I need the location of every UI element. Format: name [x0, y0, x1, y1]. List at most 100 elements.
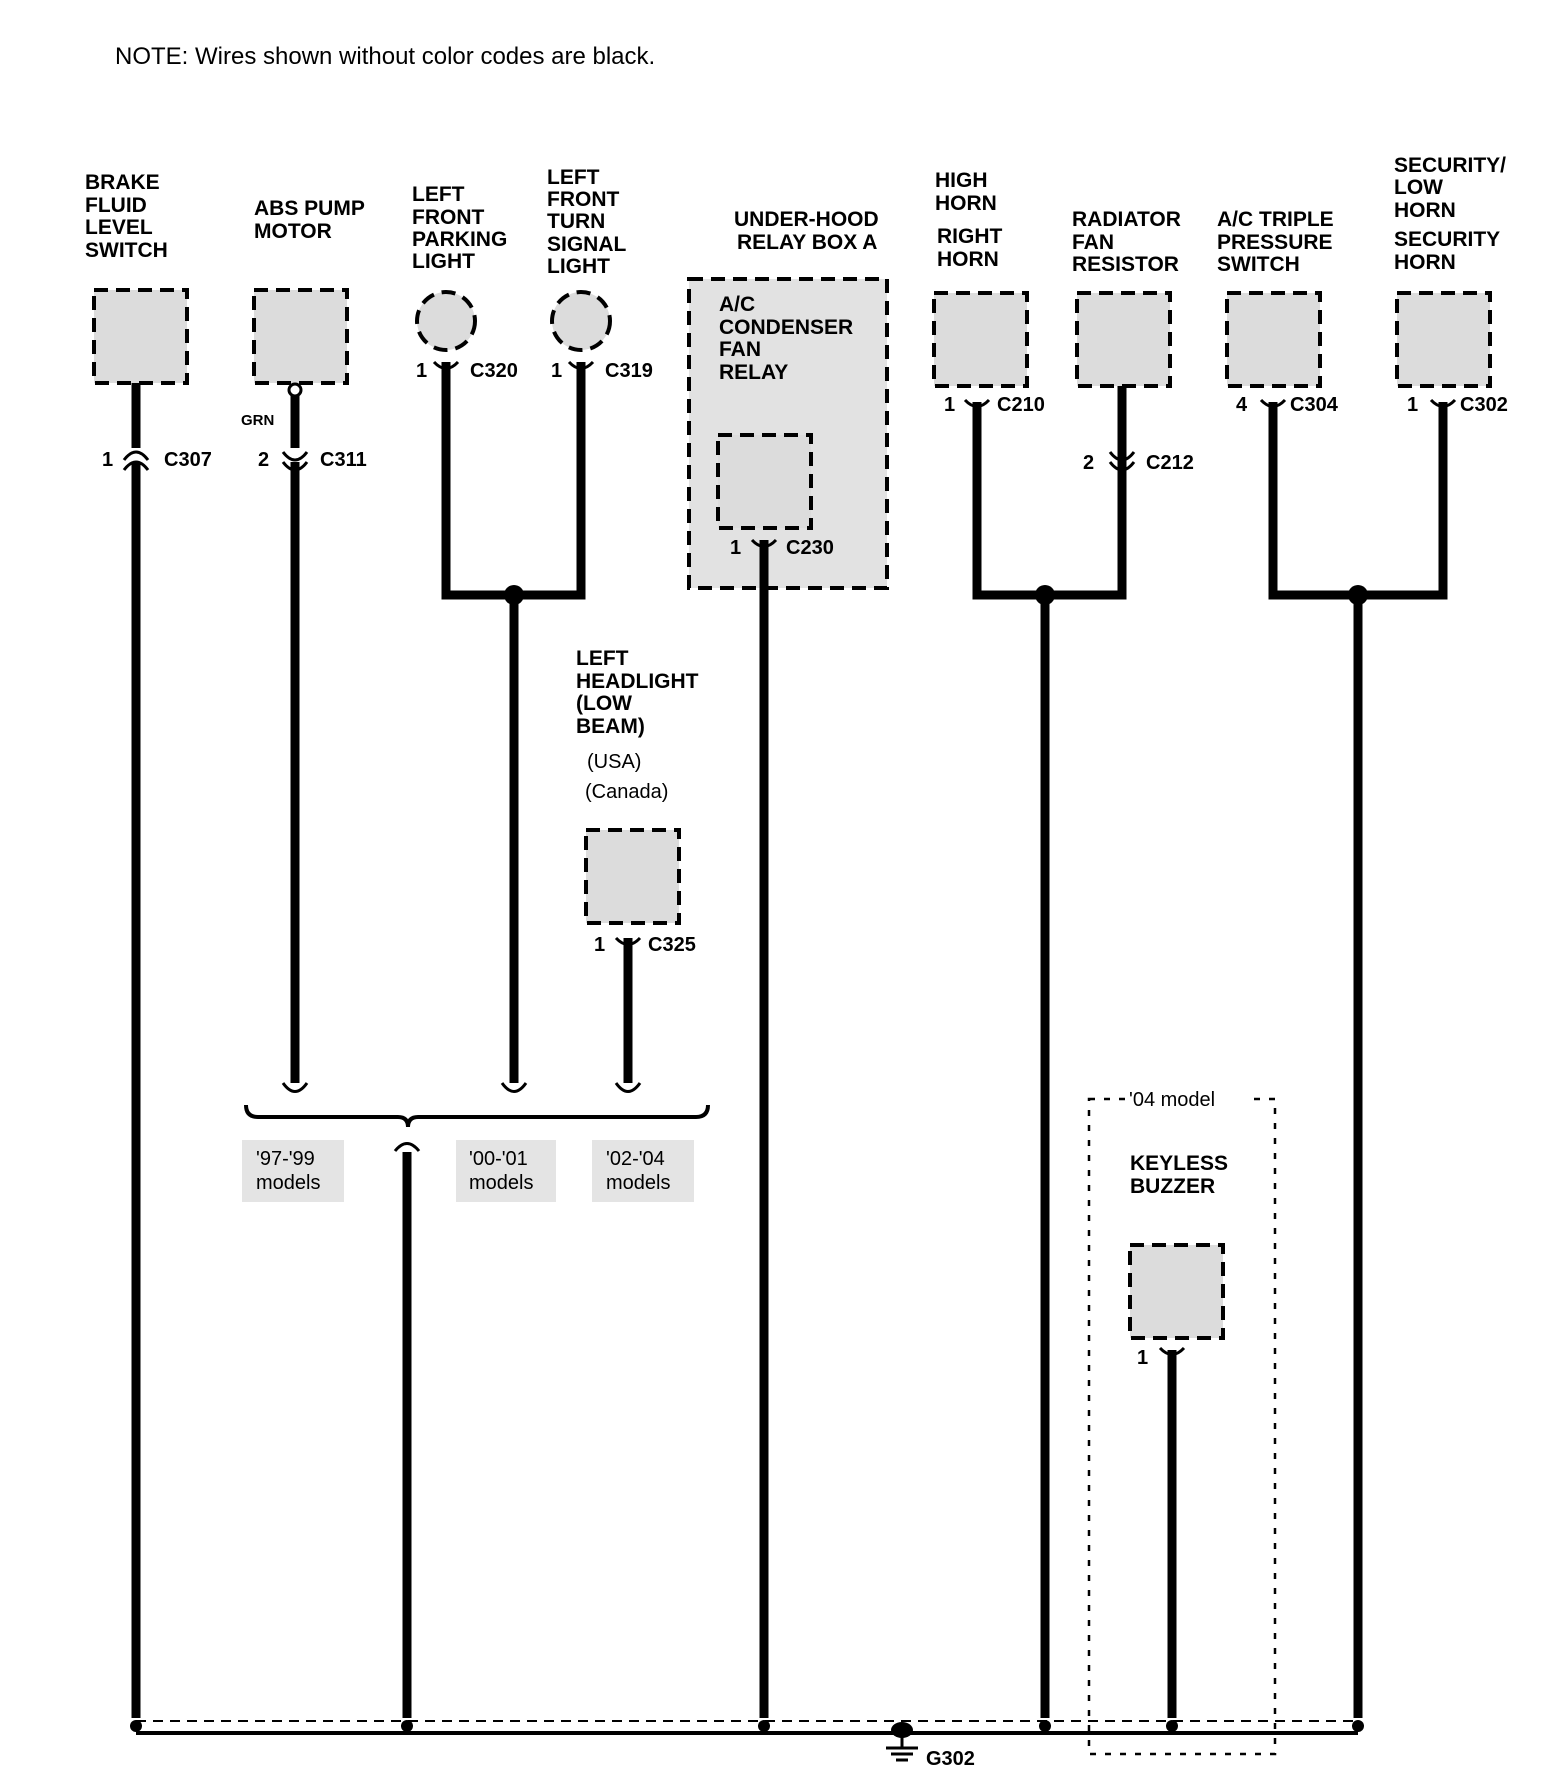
tag-00-01: [456, 1140, 556, 1202]
svg-text:1: 1: [944, 394, 955, 416]
svg-text:LOW: LOW: [1394, 176, 1443, 199]
model-04-label: '04 model: [1129, 1089, 1215, 1111]
ac-condenser-fan-relay: [716, 433, 813, 530]
splice-pressure-security: [1348, 585, 1368, 605]
left-front-parking-light-label: LEFT FRONT PARKING LIGHT: [412, 183, 507, 273]
connector-c311: GRN 2 C311: [241, 412, 367, 471]
radiator-fan-resistor-label: RADIATOR FAN RESISTOR: [1072, 208, 1181, 276]
svg-text:LIGHT: LIGHT: [547, 255, 610, 278]
svg-text:PARKING: PARKING: [412, 228, 507, 251]
connector-symbol-c212-b: [1108, 461, 1136, 472]
svg-text:FRONT: FRONT: [412, 206, 484, 229]
connector-buzzer-pin: 1: [1137, 1347, 1148, 1369]
ac-condenser-fan-relay-label: A/C CONDENSER FAN RELAY: [719, 293, 853, 384]
connector-symbol-c304: [1259, 398, 1287, 408]
tag-97-99-models: models: [256, 1172, 320, 1194]
svg-text:C325: C325: [648, 934, 696, 956]
wire-horn-resistor-splice: [972, 386, 1127, 600]
svg-text:FLUID: FLUID: [85, 194, 147, 217]
tag-97-99-year: '97-'99: [256, 1148, 315, 1170]
connector-symbol-c210: [963, 398, 991, 408]
svg-text:UNDER-HOOD: UNDER-HOOD: [734, 208, 879, 231]
connector-c302: 1 C302: [1407, 394, 1508, 416]
tag-00-01-year: '00-'01: [469, 1148, 528, 1170]
splice-parking-turn: [504, 585, 524, 605]
svg-text:RESISTOR: RESISTOR: [1072, 253, 1179, 276]
svg-text:C307: C307: [164, 449, 212, 471]
svg-text:HEADLIGHT: HEADLIGHT: [576, 670, 699, 693]
svg-text:RIGHT: RIGHT: [937, 225, 1003, 248]
tag-02-04-year: '02-'04: [606, 1148, 665, 1170]
svg-text:FAN: FAN: [719, 338, 761, 361]
svg-text:RELAY: RELAY: [719, 361, 788, 384]
svg-text:TURN: TURN: [547, 210, 605, 233]
tag-02-04-models: models: [606, 1172, 670, 1194]
security-horn: [1395, 291, 1492, 388]
wire-color-grn: GRN: [241, 412, 274, 429]
wire-color-note: NOTE: Wires shown without color codes ar…: [115, 43, 655, 70]
connector-symbol-c311-a: [281, 451, 309, 462]
keyless-buzzer: [1128, 1243, 1225, 1340]
left-headlight-label: LEFT HEADLIGHT (LOW BEAM) (USA) (Canada): [576, 647, 699, 803]
tag-02-04: [592, 1140, 694, 1202]
splice-horn-resistor: [1035, 585, 1055, 605]
svg-text:1: 1: [102, 449, 113, 471]
svg-text:FRONT: FRONT: [547, 188, 619, 211]
keyless-buzzer-label: KEYLESS BUZZER: [1130, 1152, 1228, 1198]
wire-color-tap: [287, 382, 303, 398]
svg-text:C320: C320: [470, 360, 518, 382]
connector-symbol-c302: [1429, 398, 1457, 408]
ground-bus-nodes: [130, 1720, 1364, 1732]
svg-text:LEFT: LEFT: [576, 647, 629, 670]
security-horn-label: SECURITY/ LOW HORN SECURITY HORN: [1394, 154, 1506, 274]
svg-text:HIGH: HIGH: [935, 169, 988, 192]
left-front-turn-signal-light-label: LEFT FRONT TURN SIGNAL LIGHT: [547, 166, 627, 278]
connector-symbol-c307-a: [122, 450, 150, 461]
brake-fluid-level-switch: [92, 288, 189, 385]
svg-text:KEYLESS: KEYLESS: [1130, 1152, 1228, 1175]
connector-c319: 1 C319: [551, 360, 653, 382]
svg-text:LEVEL: LEVEL: [85, 216, 153, 239]
ac-triple-pressure-switch-label: A/C TRIPLE PRESSURE SWITCH: [1217, 208, 1334, 276]
connector-symbol-c320: [432, 360, 460, 370]
svg-text:PRESSURE: PRESSURE: [1217, 231, 1333, 254]
svg-text:SECURITY: SECURITY: [1394, 228, 1500, 251]
svg-text:(Canada): (Canada): [585, 781, 668, 803]
svg-text:BEAM): BEAM): [576, 715, 645, 738]
svg-text:SWITCH: SWITCH: [85, 239, 168, 262]
svg-text:HORN: HORN: [935, 192, 997, 215]
brake-fluid-level-switch-label: BRAKE FLUID LEVEL SWITCH: [85, 171, 168, 262]
abs-pump-motor: [252, 288, 349, 385]
wire-parking-turn-splice: [441, 362, 586, 600]
connector-symbol-c319: [567, 360, 595, 370]
horn-label: HIGH HORN RIGHT HORN: [935, 169, 1003, 271]
svg-text:4: 4: [1236, 394, 1248, 416]
svg-text:HORN: HORN: [1394, 251, 1456, 274]
svg-text:2: 2: [258, 449, 269, 471]
svg-text:C311: C311: [320, 449, 367, 471]
ac-triple-pressure-switch: [1225, 291, 1322, 388]
connector-c212: 2 C212: [1083, 452, 1194, 474]
tag-00-01-models: models: [469, 1172, 533, 1194]
model-bracket: [244, 1104, 710, 1128]
svg-text:C230: C230: [786, 537, 834, 559]
svg-text:ABS PUMP: ABS PUMP: [254, 197, 365, 220]
svg-text:1: 1: [730, 537, 741, 559]
horn: [932, 291, 1029, 388]
connector-c210: 1 C210: [944, 394, 1045, 416]
svg-text:SIGNAL: SIGNAL: [547, 233, 627, 256]
svg-text:1: 1: [551, 360, 562, 382]
svg-text:RADIATOR: RADIATOR: [1072, 208, 1181, 231]
svg-text:1: 1: [1407, 394, 1418, 416]
connector-symbol-c307-b: [122, 460, 150, 471]
svg-text:C212: C212: [1146, 452, 1194, 474]
svg-text:SWITCH: SWITCH: [1217, 253, 1300, 276]
svg-text:CONDENSER: CONDENSER: [719, 316, 853, 339]
svg-text:(USA): (USA): [587, 751, 641, 773]
connector-c325: 1 C325: [594, 934, 696, 956]
ground-label-g302: G302: [926, 1748, 975, 1770]
connector-symbols: [122, 360, 1457, 1356]
connector-c320: 1 C320: [416, 360, 518, 382]
svg-text:2: 2: [1083, 452, 1094, 474]
connector-symbol-c325: [614, 936, 642, 946]
